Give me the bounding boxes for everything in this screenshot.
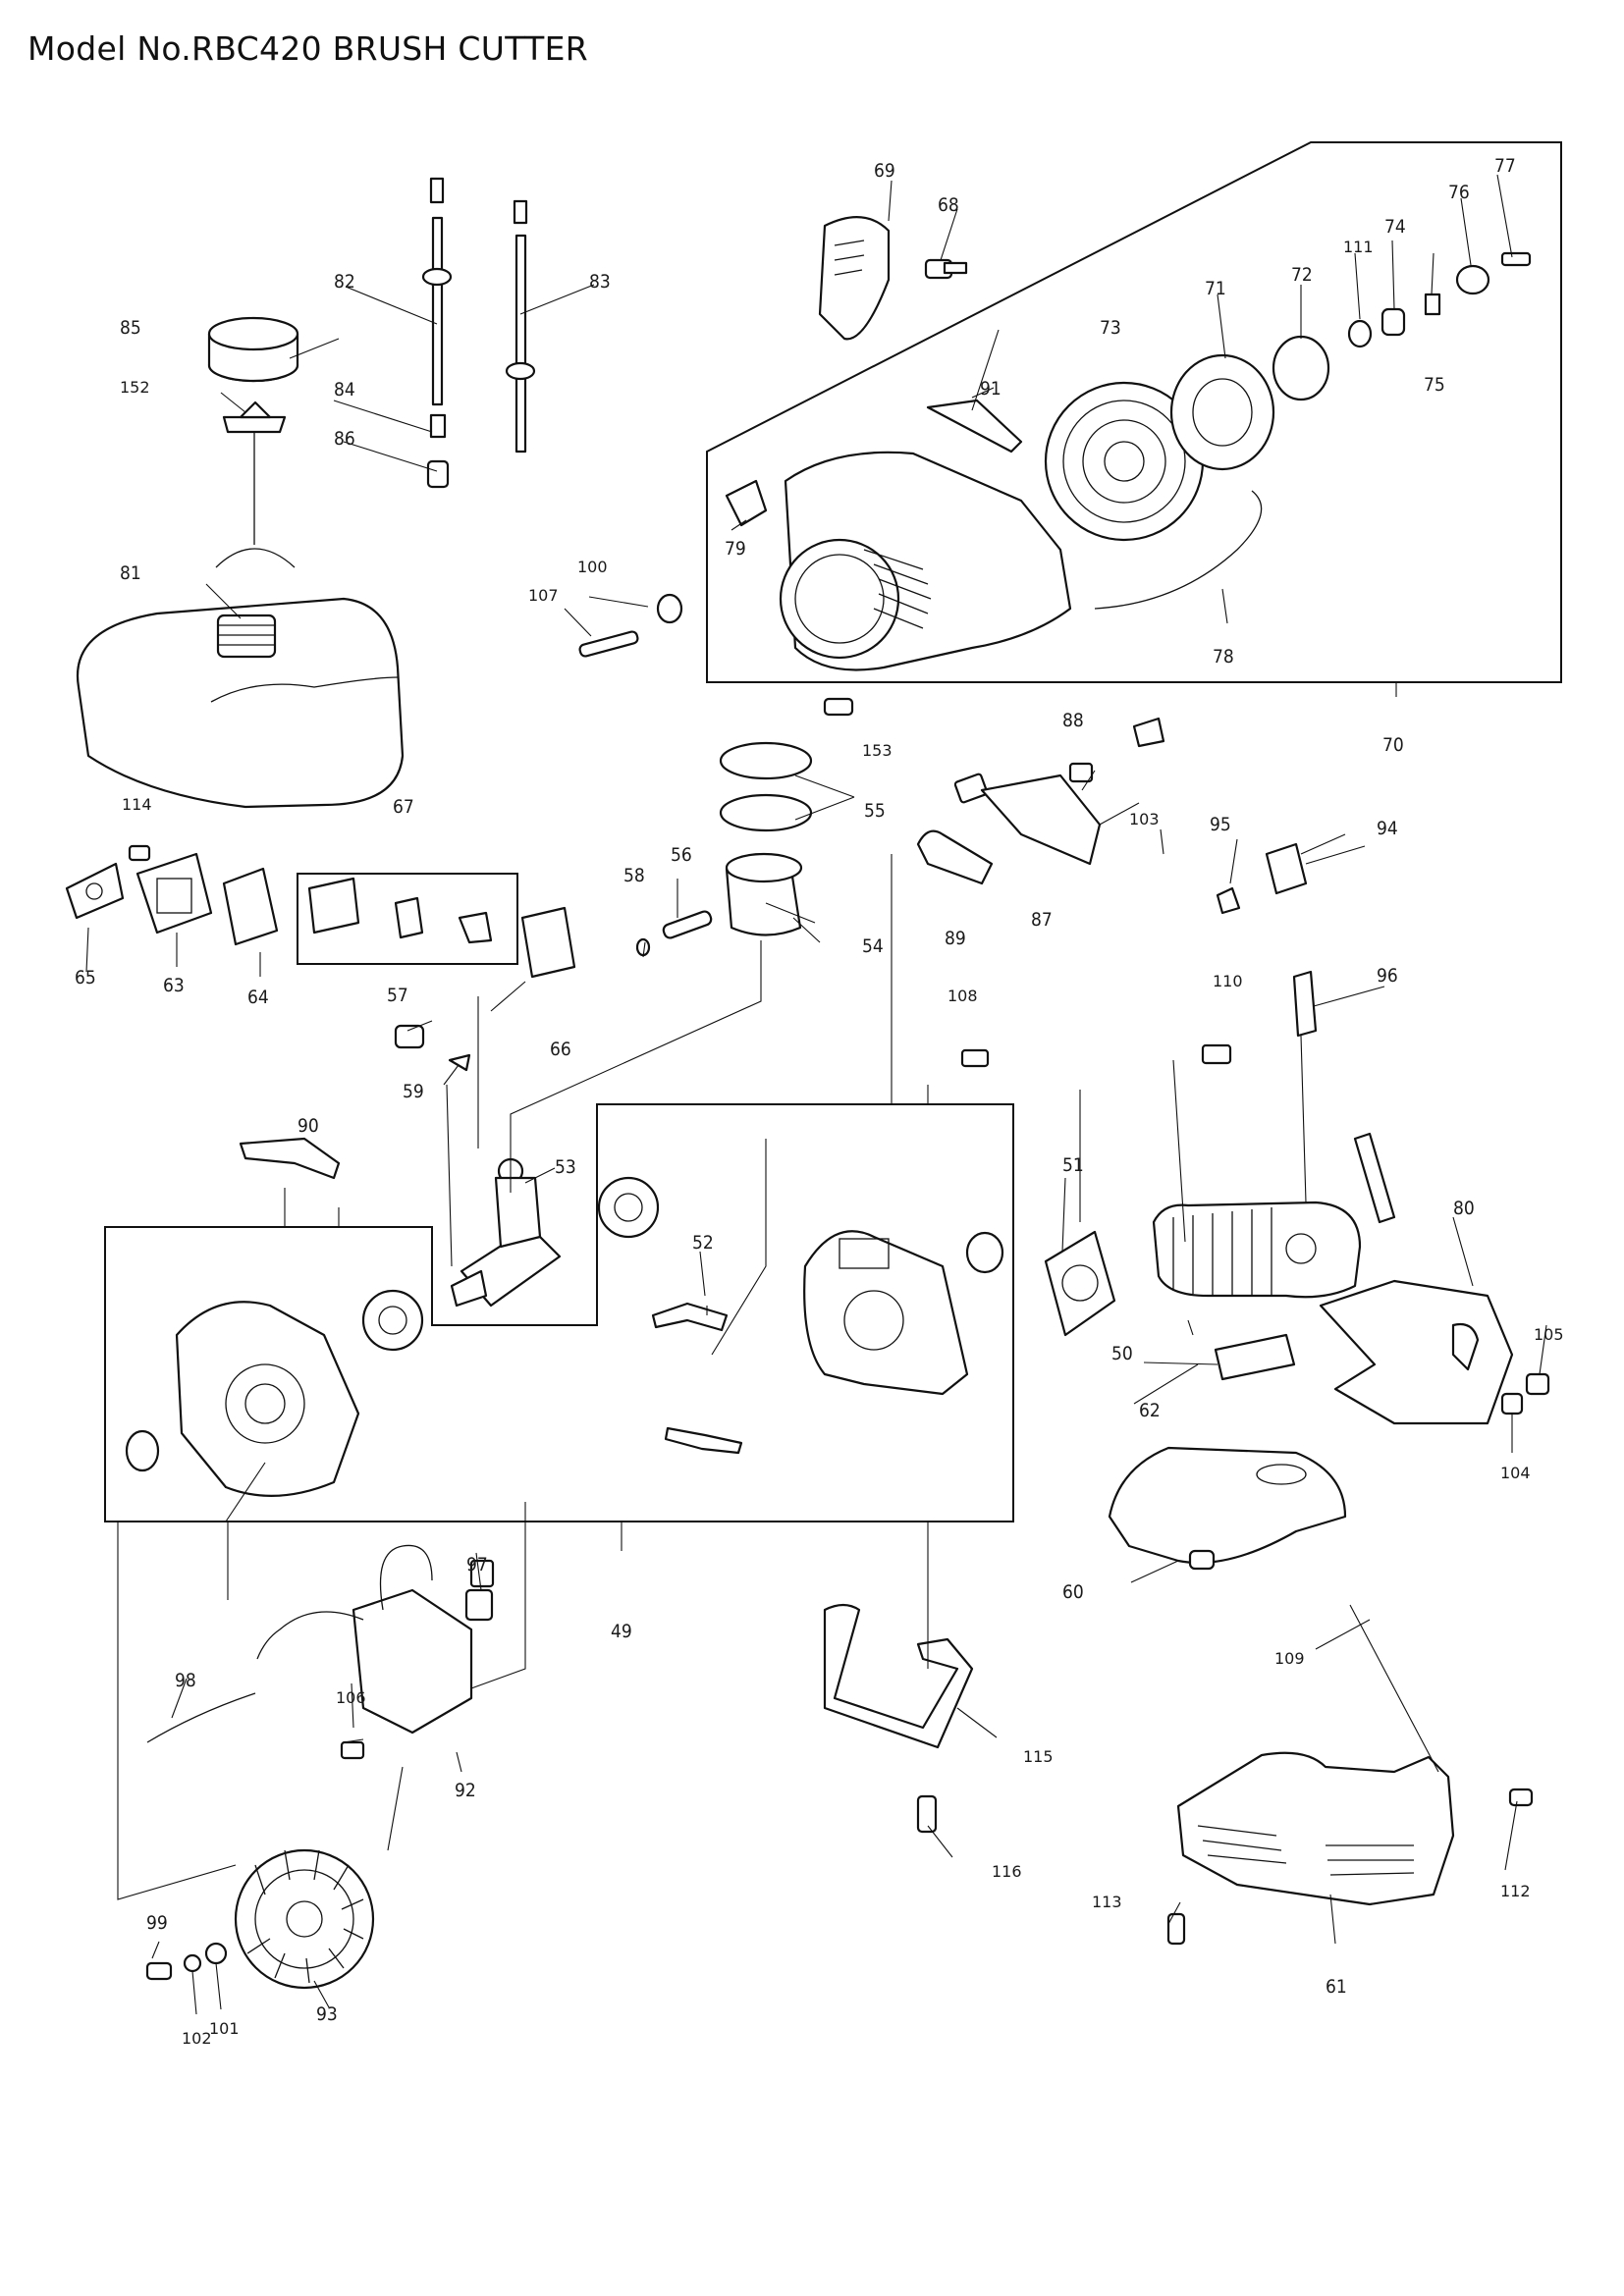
part-label-62: 62	[1139, 1400, 1161, 1421]
part-label-61: 61	[1326, 1976, 1347, 1998]
part-label-53: 53	[555, 1156, 576, 1178]
part-label-91: 91	[980, 378, 1001, 400]
part-label-107: 107	[528, 586, 559, 605]
part-label-80: 80	[1453, 1198, 1475, 1219]
part-label-98: 98	[175, 1670, 196, 1691]
part-label-77: 77	[1494, 155, 1516, 177]
fuel-cap-drawing	[207, 316, 299, 383]
cylinder-cover-80-drawing	[1319, 1279, 1514, 1425]
air-cover-drawing	[1108, 1446, 1347, 1571]
part-label-49: 49	[611, 1621, 632, 1642]
part-label-78: 78	[1213, 646, 1234, 667]
part-label-110: 110	[1213, 972, 1243, 990]
part-label-86: 86	[334, 428, 355, 450]
part-label-152: 152	[120, 378, 150, 397]
part-label-114: 114	[122, 795, 152, 814]
part-label-97: 97	[466, 1554, 488, 1575]
fuel-filter-drawing	[215, 400, 296, 568]
assembly-box-67	[297, 873, 518, 965]
intake-parts-drawing	[65, 844, 576, 979]
part-label-70: 70	[1382, 734, 1404, 756]
crankcase-right-drawing	[803, 1230, 969, 1396]
part-label-67: 67	[393, 796, 414, 818]
part-label-115: 115	[1023, 1747, 1054, 1766]
part-label-93: 93	[316, 2003, 338, 2025]
starter-housing-drawing	[779, 451, 1072, 671]
part-label-65: 65	[75, 967, 96, 988]
part-label-87: 87	[1031, 909, 1053, 931]
part-label-50: 50	[1111, 1343, 1133, 1364]
part-label-71: 71	[1205, 278, 1226, 299]
part-label-90: 90	[298, 1115, 319, 1137]
bracket-90-drawing	[239, 1137, 341, 1180]
part-label-73: 73	[1100, 317, 1121, 339]
part-label-103: 103	[1129, 810, 1160, 828]
part-label-63: 63	[163, 975, 185, 996]
part-label-72: 72	[1291, 264, 1313, 286]
flywheel-drawing	[145, 1848, 375, 1990]
part-label-94: 94	[1377, 818, 1398, 839]
part-label-69: 69	[874, 160, 895, 182]
recoil-pulley-drawing	[725, 251, 1532, 610]
cylinder-drawing	[1044, 1201, 1362, 1381]
part-label-102: 102	[182, 2029, 212, 2048]
ignition-coil-drawing	[146, 1544, 494, 1760]
fuel-tank-drawing	[76, 597, 405, 809]
part-label-68: 68	[938, 194, 959, 216]
handle-drawing	[823, 1603, 974, 1749]
part-label-153: 153	[862, 741, 893, 760]
part-label-81: 81	[120, 562, 141, 584]
part-label-106: 106	[336, 1688, 366, 1707]
leader-lines	[85, 174, 1547, 2015]
part-label-64: 64	[247, 987, 269, 1008]
part-label-59: 59	[403, 1081, 424, 1102]
part-label-95: 95	[1210, 814, 1231, 835]
part-label-79: 79	[725, 538, 746, 560]
part-label-116: 116	[992, 1862, 1022, 1881]
part-label-111: 111	[1343, 238, 1374, 256]
part-label-112: 112	[1500, 1882, 1531, 1900]
part-label-56: 56	[671, 844, 692, 866]
part-label-57: 57	[387, 985, 408, 1006]
part-label-51: 51	[1062, 1154, 1084, 1176]
part-label-92: 92	[455, 1780, 476, 1801]
part-label-88: 88	[1062, 710, 1084, 731]
part-label-105: 105	[1534, 1325, 1564, 1344]
part-label-113: 113	[1092, 1893, 1122, 1911]
part-label-99: 99	[146, 1912, 168, 1934]
part-label-109: 109	[1274, 1649, 1305, 1668]
part-label-100: 100	[577, 558, 608, 576]
part-label-101: 101	[209, 2019, 240, 2038]
small-parts-drawing	[469, 593, 1550, 1946]
crankshaft-drawing	[125, 1024, 1004, 1472]
part-label-84: 84	[334, 379, 355, 400]
part-label-83: 83	[589, 271, 611, 293]
assembly-box-70	[706, 141, 1562, 683]
part-label-82: 82	[334, 271, 355, 293]
part-label-54: 54	[862, 935, 884, 957]
part-label-52: 52	[692, 1232, 714, 1254]
part-label-96: 96	[1377, 965, 1398, 987]
part-label-66: 66	[550, 1039, 571, 1060]
throttle-rods-drawing	[421, 177, 536, 489]
part-label-74: 74	[1384, 216, 1406, 238]
piston-drawing	[635, 741, 813, 957]
part-label-108: 108	[947, 987, 978, 1005]
starter-cover-drawing	[818, 216, 891, 341]
part-labels: 49 50 51 52 53 54 55 56 57 58 59 60 61 6…	[75, 155, 1564, 2048]
part-label-104: 104	[1500, 1464, 1531, 1482]
assembly-box-49	[104, 1103, 1014, 1522]
part-label-60: 60	[1062, 1581, 1084, 1603]
bottom-cover-drawing	[1176, 1751, 1455, 1906]
part-label-76: 76	[1448, 182, 1470, 203]
part-label-89: 89	[945, 928, 966, 949]
part-label-55: 55	[864, 800, 886, 822]
part-label-75: 75	[1424, 374, 1445, 396]
part-label-85: 85	[120, 317, 141, 339]
page-title: Model No.RBC420 BRUSH CUTTER	[27, 29, 588, 68]
part-label-58: 58	[623, 865, 645, 886]
gasket-52-drawing	[651, 1302, 743, 1455]
crankcase-left-drawing	[175, 1301, 360, 1497]
